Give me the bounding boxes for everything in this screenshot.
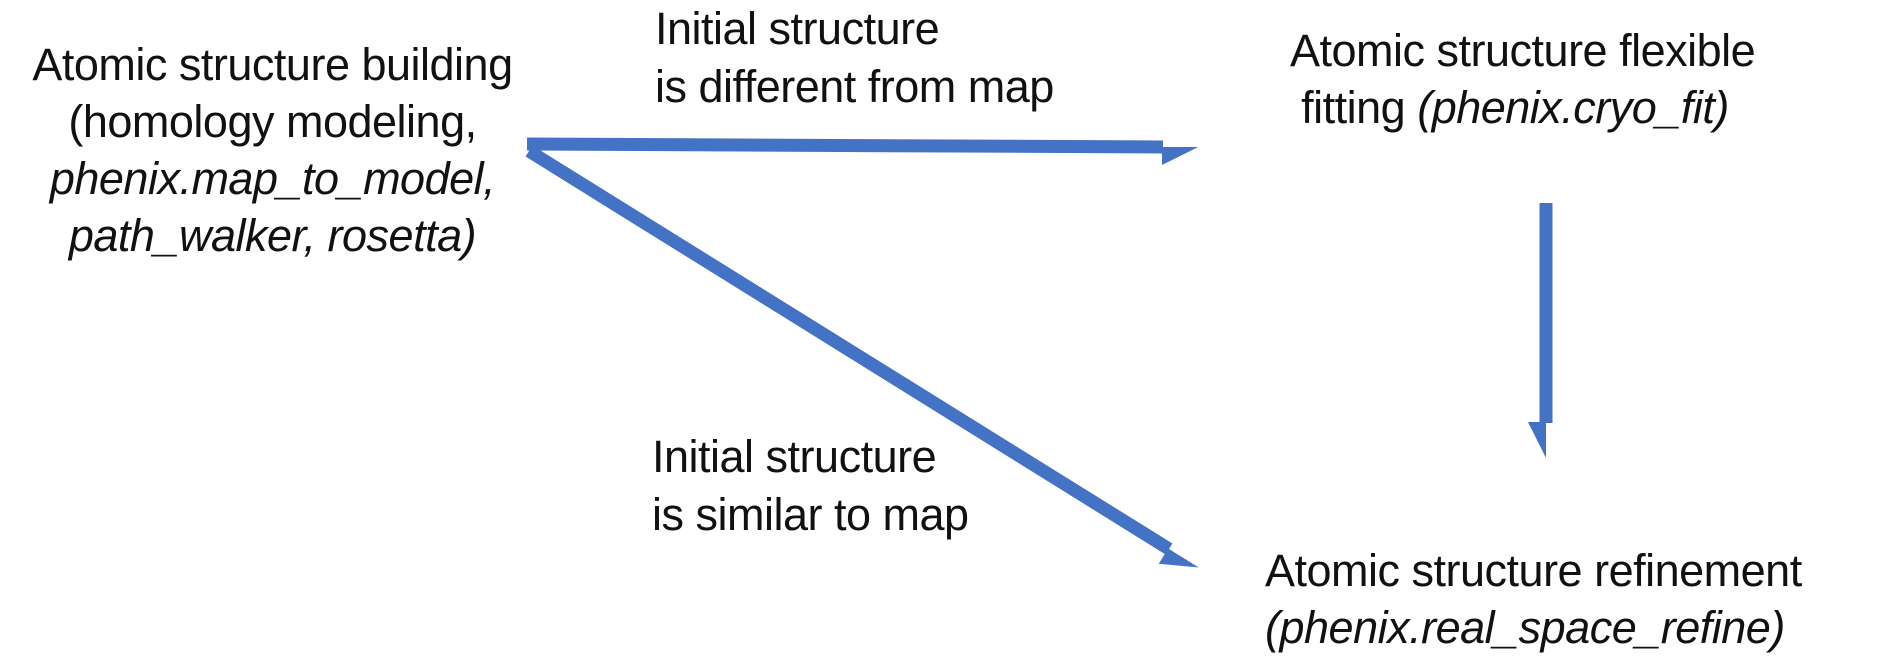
text-line: phenix.map_to_model, xyxy=(0,150,545,207)
text-line: Atomic structure flexible xyxy=(1290,22,1756,79)
text-segment: path_walker, rosetta) xyxy=(68,210,477,261)
edge-label-similar-to-map: Initial structure is similar to map xyxy=(652,428,969,544)
text-line: fitting (phenix.cryo_fit) xyxy=(1290,79,1740,136)
arrow-builder-to-fitting xyxy=(526,137,1163,147)
text-line: is similar to map xyxy=(652,486,969,544)
text-segment: (phenix.real_space_refine) xyxy=(1265,602,1785,653)
text-segment: Atomic structure flexible xyxy=(1290,25,1756,76)
text-line: Initial structure xyxy=(655,0,1054,58)
text-segment: is different from map xyxy=(655,61,1054,112)
text-segment: Atomic structure refinement xyxy=(1265,545,1802,596)
text-segment: (phenix.cryo_fit) xyxy=(1417,82,1729,133)
text-line: Atomic structure refinement xyxy=(1265,542,1802,599)
text-line: is different from map xyxy=(655,58,1054,116)
node-structure-building: Atomic structure building (homology model… xyxy=(0,36,545,264)
text-line: path_walker, rosetta) xyxy=(0,207,545,264)
text-segment: phenix.map_to_model, xyxy=(49,153,496,204)
text-segment: Initial structure xyxy=(655,3,940,54)
text-line: (phenix.real_space_refine) xyxy=(1265,599,1785,656)
text-line: Atomic structure building xyxy=(0,36,545,93)
edge-label-different-from-map: Initial structure is different from map xyxy=(655,0,1054,116)
node-structure-refinement: Atomic structure refinement (phenix.real_… xyxy=(1265,542,1802,656)
text-line: (homology modeling, xyxy=(0,93,545,150)
text-segment: Initial structure xyxy=(652,431,937,482)
text-line: Initial structure xyxy=(652,428,969,486)
text-segment: (homology modeling, xyxy=(68,96,477,147)
text-segment: fitting xyxy=(1301,82,1418,133)
arrow-builder-to-refinement xyxy=(525,145,1169,549)
text-segment: is similar to map xyxy=(652,489,969,540)
text-segment: Atomic structure building xyxy=(32,39,513,90)
